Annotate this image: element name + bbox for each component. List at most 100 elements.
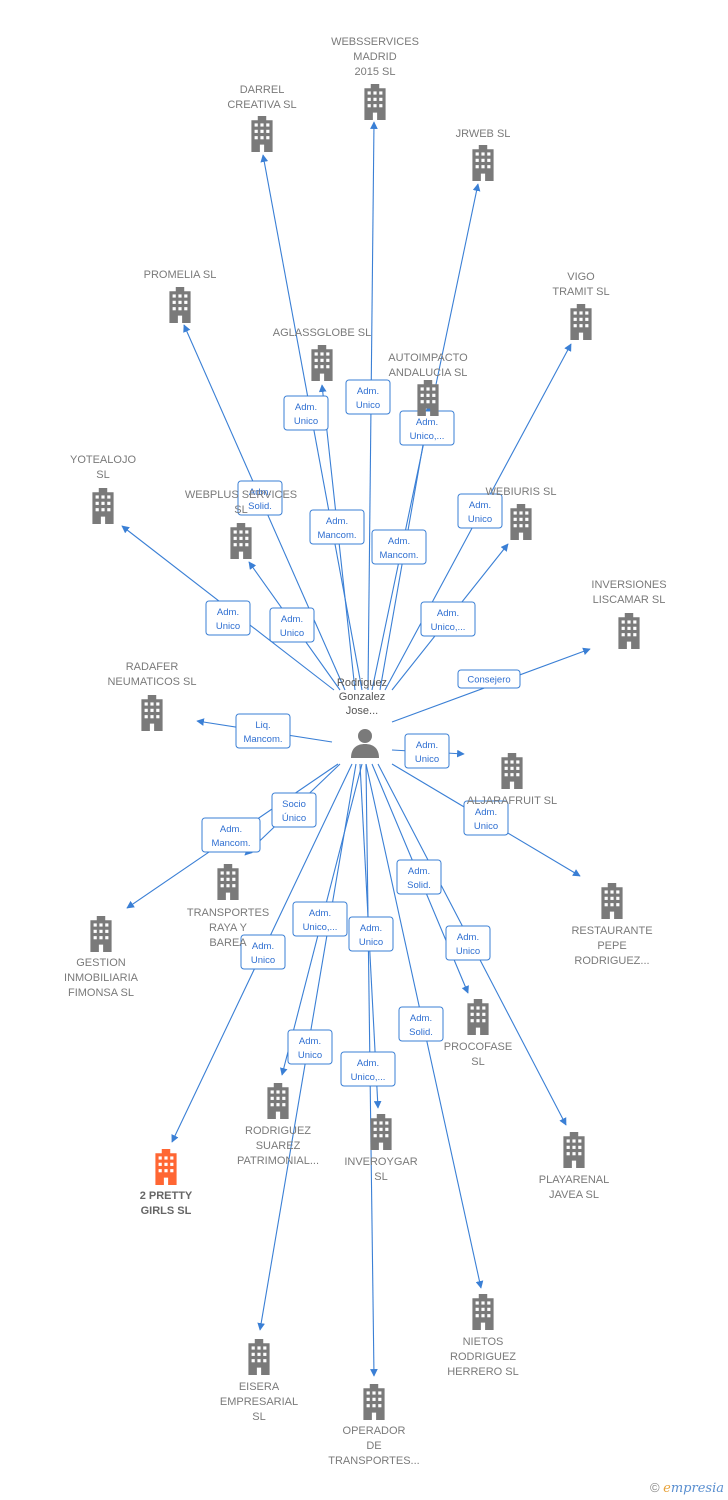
building-icon bbox=[501, 753, 523, 789]
role-text-line: Solid. bbox=[407, 880, 431, 891]
role-badge-13[interactable]: Adm. Unico bbox=[404, 733, 450, 769]
company-label-line: VIGO bbox=[567, 271, 595, 283]
role-text-line: Adm. bbox=[357, 386, 379, 397]
company-node-promelia[interactable]: PROMELIA SL bbox=[144, 269, 217, 323]
role-text-line: Adm. bbox=[220, 824, 242, 835]
role-badge-20[interactable]: Adm.Unico bbox=[445, 925, 491, 961]
role-badge-9[interactable]: Adm.Unico bbox=[457, 493, 503, 529]
building-icon bbox=[363, 1384, 385, 1420]
role-badge-10[interactable]: Adm.Unico,... bbox=[420, 601, 476, 637]
company-label-line: PROMELIA SL bbox=[144, 269, 217, 281]
company-label-line: ALJARAFRUIT SL bbox=[467, 795, 557, 807]
role-text-line: Unico bbox=[474, 821, 498, 832]
company-node-aglassglobe[interactable]: AGLASSGLOBE SL bbox=[273, 327, 371, 381]
building-icon bbox=[155, 1149, 177, 1185]
role-badge-11[interactable]: Consejero bbox=[457, 669, 521, 689]
role-text-line: Único bbox=[282, 813, 306, 824]
role-text-line: Adm. bbox=[469, 500, 491, 511]
company-node-rodriguezsuarez[interactable]: RODRIGUEZSUAREZPATRIMONIAL... bbox=[237, 1083, 319, 1167]
role-badge-box bbox=[292, 901, 348, 937]
company-node-procofase[interactable]: PROCOFASE SL bbox=[444, 999, 512, 1068]
person-name-line-2: Gonzalez bbox=[339, 691, 385, 703]
role-badge-6[interactable]: Adm.Mancom. bbox=[371, 529, 427, 565]
role-badge-5[interactable]: Adm. Mancom. bbox=[309, 509, 365, 545]
role-badge-box bbox=[404, 733, 450, 769]
building-icon bbox=[92, 488, 114, 524]
building-icon bbox=[370, 1114, 392, 1150]
company-label-line: RODRIGUEZ bbox=[245, 1125, 311, 1137]
role-badge-22[interactable]: Adm.Solid. bbox=[398, 1006, 444, 1042]
company-node-jrweb[interactable]: JRWEB SL bbox=[456, 128, 511, 181]
company-label-line: RODRIGUEZ... bbox=[574, 955, 649, 967]
company-label-line: INMOBILIARIA bbox=[64, 972, 139, 984]
company-node-restaurante[interactable]: RESTAURANTEPEPERODRIGUEZ... bbox=[571, 883, 653, 967]
building-icon bbox=[472, 1294, 494, 1330]
company-label-line: OPERADOR bbox=[343, 1425, 406, 1437]
company-label-line: EISERA bbox=[239, 1381, 280, 1393]
company-node-playarenal[interactable]: PLAYARENAL JAVEA SL bbox=[539, 1132, 610, 1201]
role-text-line: Unico bbox=[415, 754, 439, 765]
company-label-line: DE bbox=[366, 1440, 381, 1452]
role-text-line: Adm. bbox=[475, 807, 497, 818]
role-text-line: Unico,... bbox=[351, 1072, 386, 1083]
company-label-line: ANDALUCIA SL bbox=[389, 367, 468, 379]
company-label-line: FIMONSA SL bbox=[68, 987, 134, 999]
role-badge-3[interactable]: Adm.Unico,... bbox=[399, 410, 455, 446]
role-badge-2[interactable]: Adm.Unico bbox=[283, 395, 329, 431]
role-badge-4[interactable]: Adm.Solid. bbox=[237, 480, 283, 516]
role-badge-7[interactable]: Adm.Unico bbox=[205, 600, 251, 636]
company-label-line: JRWEB SL bbox=[456, 128, 511, 140]
role-text-line: Adm. bbox=[357, 1058, 379, 1069]
role-text-line: Adm. bbox=[249, 487, 271, 498]
role-text-line: Adm. bbox=[416, 740, 438, 751]
role-text-line: Mancom. bbox=[317, 530, 356, 541]
company-label-line: JAVEA SL bbox=[549, 1189, 599, 1201]
person-node[interactable]: Rodriguez Gonzalez Jose... bbox=[337, 677, 387, 758]
company-label-line: CREATIVA SL bbox=[227, 99, 296, 111]
role-badge-19[interactable]: Adm.Unico bbox=[348, 916, 394, 952]
company-label-line: INVEROYGAR bbox=[344, 1156, 417, 1168]
role-badge-12[interactable]: Liq.Mancom. bbox=[235, 713, 291, 749]
role-badge-box bbox=[345, 379, 391, 415]
company-label-line: PLAYARENAL bbox=[539, 1174, 610, 1186]
role-badge-16[interactable]: Adm. Unico bbox=[463, 800, 509, 836]
company-label-line: PROCOFASE bbox=[444, 1041, 512, 1053]
role-badge-23[interactable]: Adm.Unico bbox=[287, 1029, 333, 1065]
company-node-operador[interactable]: OPERADORDETRANSPORTES... bbox=[328, 1384, 420, 1467]
role-badge-17[interactable]: Adm.Solid. bbox=[396, 859, 442, 895]
company-node-aljarafruit[interactable]: ALJARAFRUIT SL bbox=[467, 753, 557, 807]
building-icon bbox=[251, 116, 273, 152]
role-badge-1[interactable]: Adm. Unico bbox=[345, 379, 391, 415]
role-text-line: Unico bbox=[356, 400, 380, 411]
role-text-line: Socio bbox=[282, 799, 306, 810]
role-text-line: Adm. bbox=[295, 402, 317, 413]
building-icon bbox=[472, 145, 494, 181]
role-badge-box bbox=[235, 713, 291, 749]
role-text-line: Adm. bbox=[416, 417, 438, 428]
role-badge-24[interactable]: Adm. Unico,... bbox=[340, 1051, 396, 1087]
company-label-line: SL bbox=[471, 1056, 484, 1068]
role-badge-21[interactable]: Adm.Unico bbox=[240, 934, 286, 970]
company-node-webiuris[interactable]: WEBIURIS SL bbox=[486, 486, 557, 540]
role-badge-8[interactable]: Adm.Unico bbox=[269, 607, 315, 643]
role-badge-15[interactable]: Adm.Mancom. bbox=[201, 817, 261, 853]
role-badge-18[interactable]: Adm.Unico,... bbox=[292, 901, 348, 937]
company-label-line: SL bbox=[234, 504, 247, 516]
role-text-line: Adm. bbox=[326, 516, 348, 527]
